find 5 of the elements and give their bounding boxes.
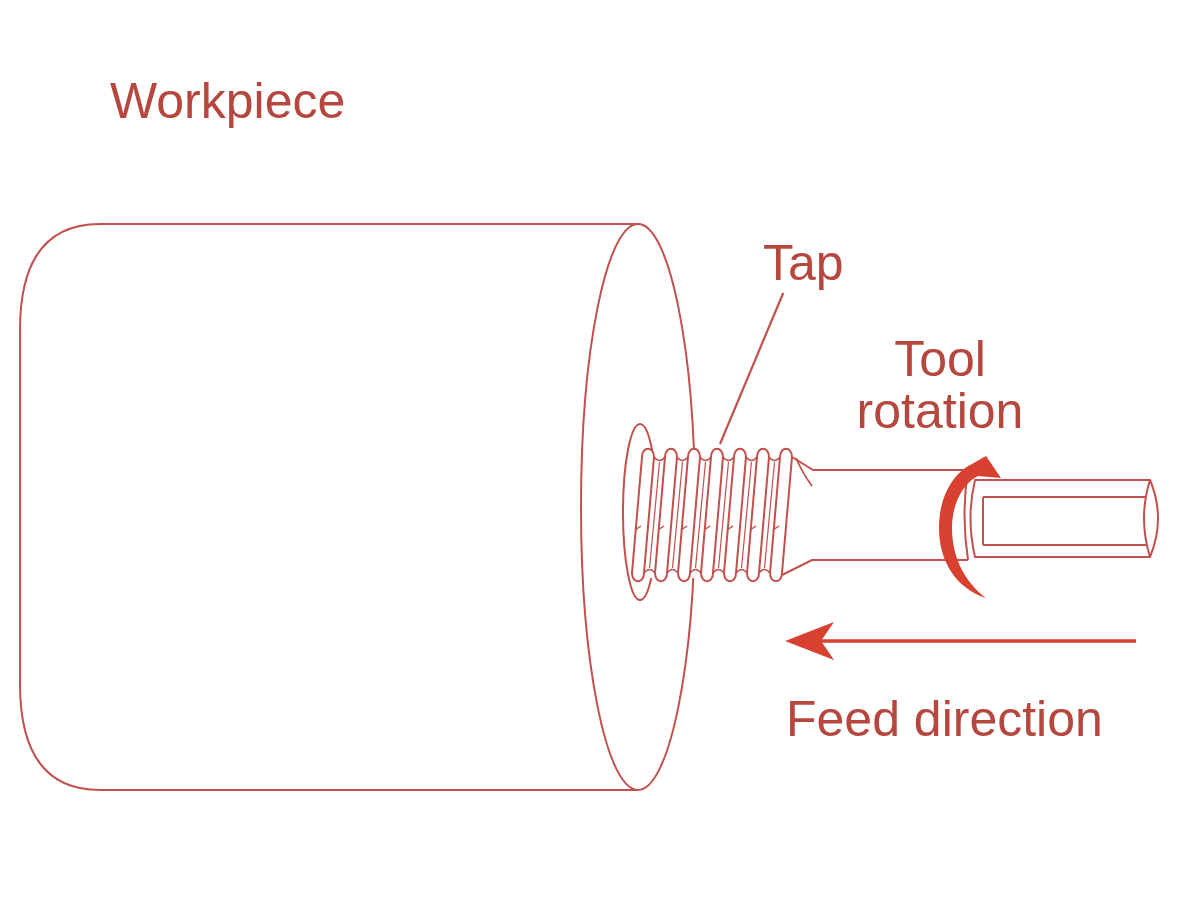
direction-label: Feed direction — [786, 690, 1104, 749]
direction-label: Tool rotation — [855, 333, 1025, 437]
part-label: Workpiece — [110, 72, 347, 131]
leader-line — [719, 292, 785, 445]
part-label: Tap — [763, 233, 855, 293]
